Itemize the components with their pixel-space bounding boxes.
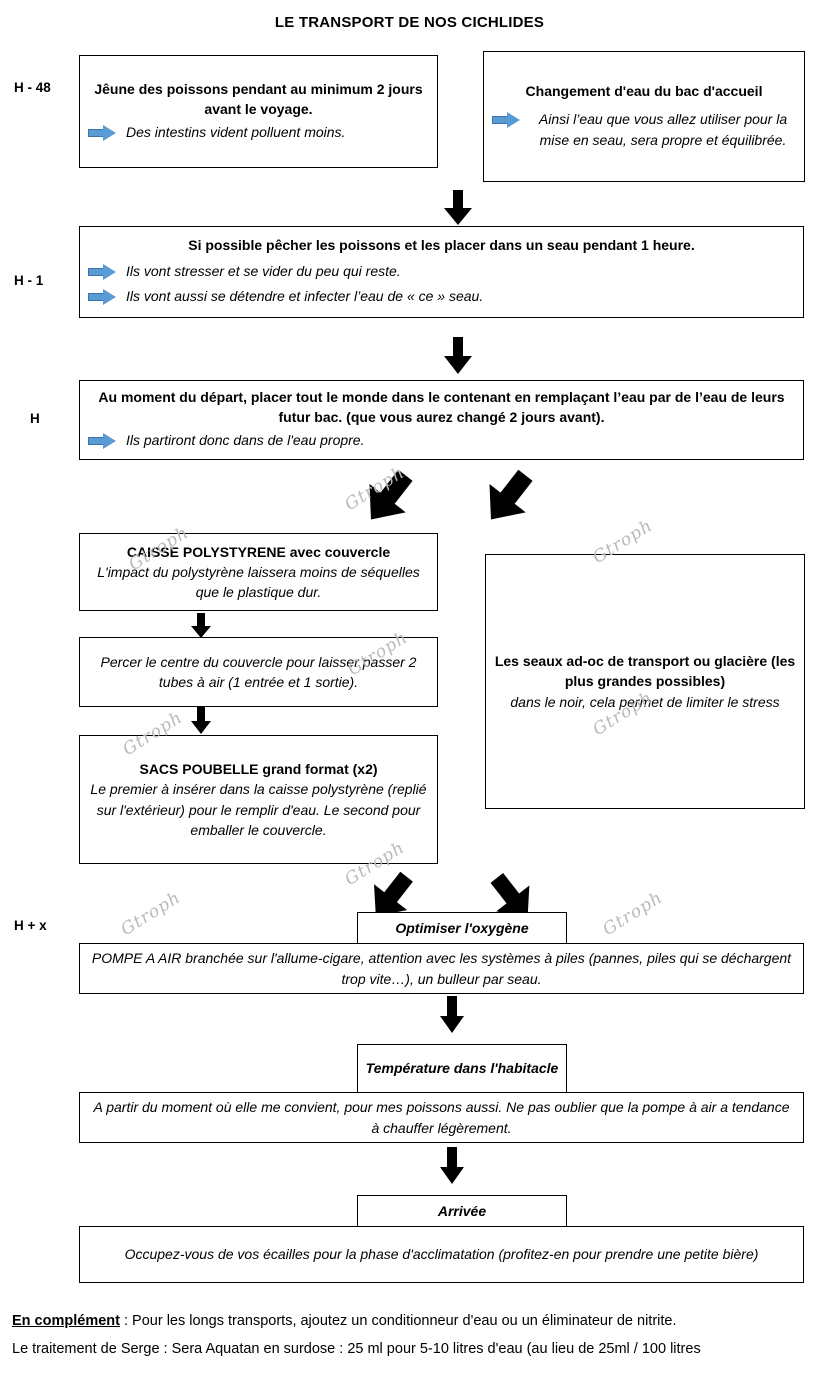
- box-polystyrene-heading: CAISSE POLYSTYRENE avec couvercle: [126, 543, 391, 560]
- footer-line-1: En complément : Pour les longs transport…: [12, 1308, 819, 1336]
- box-bucket-hour-bullet-1: Ils vont stresser et se vider du peu qui…: [88, 261, 795, 281]
- box-buckets: Les seaux ad-oc de transport ou glacière…: [485, 554, 805, 809]
- box-departure-bullet-1-text: Ils partiront donc dans de l'eau propre.: [126, 431, 365, 448]
- box-fasting-bullet-1: Des intestins vident polluent moins.: [88, 122, 429, 142]
- blue-arrow-icon: [88, 264, 116, 281]
- box-arrival-header: Arrivée: [357, 1195, 567, 1227]
- down-arrow-icon: [443, 190, 473, 226]
- box-water-change-bullet-1-text: Ainsi l’eau que vous allez utiliser pour…: [538, 111, 788, 148]
- box-water-change-bullet-1: Ainsi l’eau que vous allez utiliser pour…: [492, 109, 796, 150]
- box-departure: Au moment du départ, placer tout le mond…: [79, 380, 804, 460]
- box-bucket-hour-bullet-2-text: Ils vont aussi se détendre et infecter l…: [126, 287, 484, 304]
- box-bucket-hour-bullet-1-text: Ils vont stresser et se vider du peu qui…: [126, 263, 401, 280]
- box-departure-heading: Au moment du départ, placer tout le mond…: [98, 389, 785, 426]
- box-drill-lid-body: Percer le centre du couvercle pour laiss…: [100, 653, 417, 690]
- box-buckets-heading: Les seaux ad-oc de transport ou glacière…: [494, 653, 796, 690]
- footer-line-1-rest: : Pour les longs transports, ajoutez un …: [119, 1313, 677, 1329]
- box-fasting-bullet-1-text: Des intestins vident polluent moins.: [126, 123, 346, 140]
- down-arrow-icon: [439, 1147, 465, 1185]
- down-arrow-icon: [443, 337, 473, 375]
- box-bin-bags-body: Le premier à insérer dans la caisse poly…: [90, 781, 427, 838]
- rail-label-h-48: H - 48: [14, 80, 51, 95]
- box-temperature-body: A partir du moment où elle me convient, …: [93, 1099, 790, 1136]
- box-temperature-header: Température dans l'habitacle: [357, 1044, 567, 1093]
- diagonal-arrow-right-icon: [487, 870, 539, 924]
- blue-arrow-icon: [88, 288, 116, 305]
- watermark: Gtroph: [117, 887, 185, 940]
- rail-label-h-1: H - 1: [14, 273, 44, 288]
- box-bucket-hour-heading: Si possible pêcher les poissons et les p…: [188, 237, 695, 253]
- box-oxygen-body: POMPE A AIR branchée sur l'allume-cigare…: [91, 950, 792, 987]
- box-drill-lid: Percer le centre du couvercle pour laiss…: [79, 637, 438, 707]
- box-polystyrene-body: L'impact du polystyrène laissera moins d…: [97, 563, 420, 601]
- box-fasting: Jêune des poissons pendant au minimum 2 …: [79, 55, 438, 168]
- box-temperature-heading: Température dans l'habitacle: [365, 1060, 559, 1077]
- box-water-change: Changement d'eau du bac d'accueil Ainsi …: [483, 51, 805, 182]
- footer-line-2: Le traitement de Serge : Sera Aquatan en…: [12, 1341, 701, 1357]
- footer-lead: En complément: [12, 1313, 120, 1329]
- blue-arrow-icon: [492, 112, 520, 129]
- box-oxygen-heading: Optimiser l'oxygène: [395, 919, 529, 936]
- down-arrow-icon: [190, 707, 212, 735]
- diagonal-arrow-left-icon: [360, 468, 418, 528]
- box-arrival-body: Occupez-vous de vos écailles pour la pha…: [124, 1246, 759, 1263]
- down-arrow-icon: [190, 613, 212, 639]
- box-bin-bags-heading: SACS POUBELLE grand format (x2): [139, 760, 378, 777]
- page-title: LE TRANSPORT DE NOS CICHLIDES: [274, 14, 545, 31]
- diagonal-arrow-right-icon: [480, 468, 538, 528]
- box-arrival-body-wrap: Occupez-vous de vos écailles pour la pha…: [79, 1226, 804, 1283]
- box-temperature-body-wrap: A partir du moment où elle me convient, …: [79, 1092, 804, 1143]
- box-departure-bullet-1: Ils partiront donc dans de l'eau propre.: [88, 430, 795, 450]
- rail-label-h: H: [30, 411, 40, 426]
- box-bucket-hour-bullet-2: Ils vont aussi se détendre et infecter l…: [88, 286, 795, 306]
- box-oxygen-header: Optimiser l'oxygène: [357, 912, 567, 944]
- blue-arrow-icon: [88, 124, 116, 141]
- watermark: Gtroph: [599, 887, 667, 940]
- box-water-change-heading: Changement d'eau du bac d'accueil: [525, 83, 763, 100]
- rail-label-h-x: H + x: [14, 918, 47, 933]
- down-arrow-icon: [439, 996, 465, 1034]
- box-oxygen-body-wrap: POMPE A AIR branchée sur l'allume-cigare…: [79, 943, 804, 994]
- diagonal-arrow-left-icon: [366, 870, 418, 924]
- blue-arrow-icon: [88, 432, 116, 449]
- box-bin-bags: SACS POUBELLE grand format (x2) Le premi…: [79, 735, 438, 864]
- box-arrival-heading: Arrivée: [437, 1202, 487, 1219]
- box-fasting-heading: Jêune des poissons pendant au minimum 2 …: [94, 81, 423, 118]
- box-bucket-hour: Si possible pêcher les poissons et les p…: [79, 226, 804, 318]
- box-buckets-body: dans le noir, cela permet de limiter le …: [510, 693, 780, 710]
- box-polystyrene: CAISSE POLYSTYRENE avec couvercle L'impa…: [79, 533, 438, 611]
